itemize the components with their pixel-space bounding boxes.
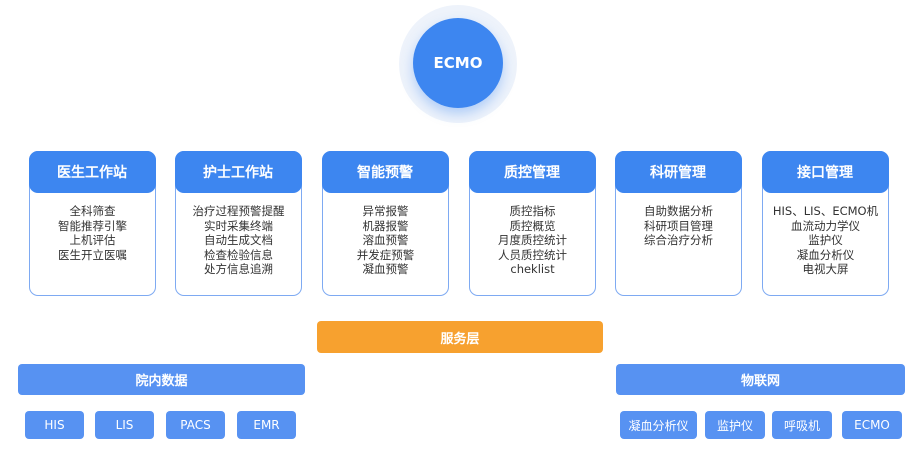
chip-ecmo: ECMO	[842, 411, 902, 439]
module-item: 综合治疗分析	[644, 233, 713, 247]
module-title: 智能预警	[321, 150, 449, 193]
module-item: 凝血分析仪	[796, 247, 855, 262]
module-item: 机器报警	[362, 218, 409, 233]
module-item: 溶血预警	[362, 233, 409, 247]
module-item: 自助数据分析	[644, 204, 713, 218]
module-interface: 接口管理 HIS、LIS、ECMO机 血流动力学仪 监护仪 凝血分析仪 电视大屏	[761, 150, 889, 296]
module-items: 自助数据分析 科研项目管理 综合治疗分析	[616, 204, 741, 248]
iot-bar: 物联网	[616, 364, 905, 395]
module-item: 并发症预警	[356, 247, 415, 262]
module-item: 电视大屏	[802, 262, 849, 276]
chip-lis: LIS	[95, 411, 154, 439]
module-nurse-workstation: 护士工作站 治疗过程预警提醒 实时采集终端 自动生成文档 检查检验信息 处方信息…	[174, 150, 302, 296]
module-quality-control: 质控管理 质控指标 质控概览 月度质控统计 人员质控统计 cheklist	[468, 150, 596, 296]
module-item: 上机评估	[69, 233, 116, 247]
module-smart-alert: 智能预警 异常报警 机器报警 溶血预警 并发症预警 凝血预警	[321, 150, 449, 296]
module-item: 质控概览	[509, 218, 556, 233]
module-item: 人员质控统计	[498, 247, 567, 262]
module-item: 自动生成文档	[204, 233, 273, 247]
module-item: 凝血预警	[362, 262, 409, 276]
module-item: 医生开立医嘱	[58, 247, 127, 262]
module-item: 实时采集终端	[204, 218, 273, 233]
module-items: 异常报警 机器报警 溶血预警 并发症预警 凝血预警	[323, 204, 448, 277]
module-items: HIS、LIS、ECMO机 血流动力学仪 监护仪 凝血分析仪 电视大屏	[763, 204, 888, 277]
module-doctor-workstation: 医生工作站 全科筛查 智能推荐引擎 上机评估 医生开立医嘱	[28, 150, 156, 296]
module-item: 异常报警	[362, 204, 409, 218]
module-item: 智能推荐引擎	[58, 218, 127, 233]
module-item: 检查检验信息	[204, 247, 273, 262]
module-title: 护士工作站	[174, 150, 302, 193]
module-item: 治疗过程预警提醒	[192, 204, 285, 218]
module-item: 科研项目管理	[644, 218, 713, 233]
module-item: 质控指标	[509, 204, 556, 218]
module-item: 全科筛查	[69, 204, 116, 218]
chip-emr: EMR	[237, 411, 296, 439]
chip-pacs: PACS	[166, 411, 225, 439]
module-item: HIS、LIS、ECMO机	[772, 204, 879, 218]
chip-ventilator: 呼吸机	[772, 411, 832, 439]
module-items: 质控指标 质控概览 月度质控统计 人员质控统计 cheklist	[470, 204, 595, 277]
module-title: 质控管理	[468, 150, 596, 193]
chip-coagulation-analyzer: 凝血分析仪	[620, 411, 697, 439]
module-item: 处方信息追溯	[204, 262, 273, 276]
service-layer-bar: 服务层	[317, 321, 603, 353]
chip-his: HIS	[25, 411, 84, 439]
module-item: 监护仪	[808, 233, 843, 247]
module-item: 血流动力学仪	[791, 218, 860, 233]
module-research: 科研管理 自助数据分析 科研项目管理 综合治疗分析	[614, 150, 742, 296]
module-title: 医生工作站	[28, 150, 156, 193]
chip-monitor: 监护仪	[705, 411, 765, 439]
module-item: 月度质控统计	[498, 233, 567, 247]
module-items: 全科筛查 智能推荐引擎 上机评估 医生开立医嘱	[30, 204, 155, 262]
module-title: 科研管理	[614, 150, 742, 193]
hospital-data-bar: 院内数据	[18, 364, 305, 395]
module-item: cheklist	[510, 262, 555, 276]
module-title: 接口管理	[761, 150, 889, 193]
center-node-ecmo: ECMO	[413, 18, 503, 108]
module-items: 治疗过程预警提醒 实时采集终端 自动生成文档 检查检验信息 处方信息追溯	[176, 204, 301, 277]
